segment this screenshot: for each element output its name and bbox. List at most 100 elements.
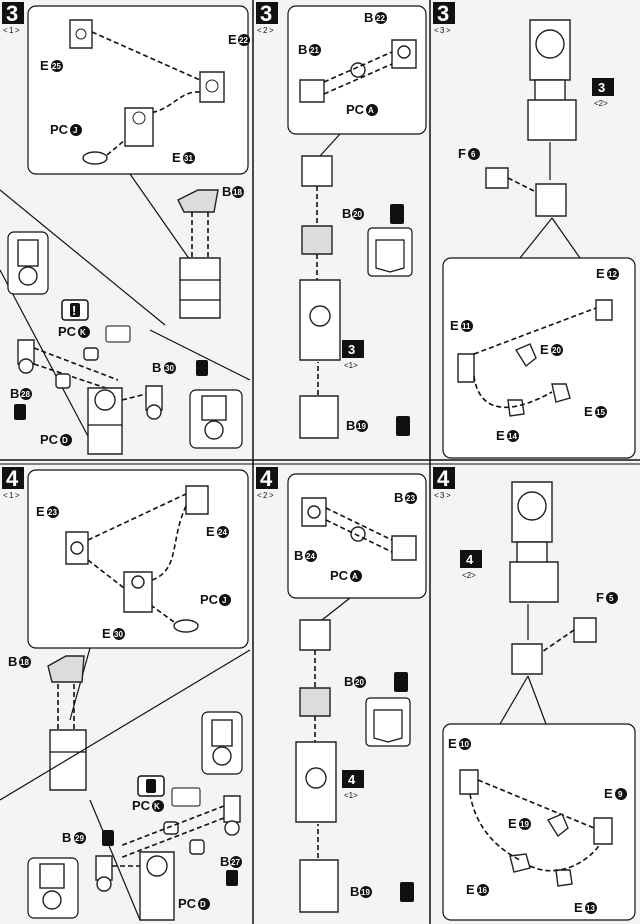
step-sub-prefix: < xyxy=(3,491,8,500)
step-number: 4 xyxy=(437,466,450,491)
svg-text:J: J xyxy=(222,596,226,605)
label-b19: B xyxy=(350,884,359,899)
part-e19 xyxy=(546,813,569,838)
part-e10 xyxy=(459,769,479,795)
part-b18 xyxy=(177,189,219,213)
svg-text:30: 30 xyxy=(165,364,174,373)
callout-b20 xyxy=(365,697,411,747)
hand-part xyxy=(511,643,543,675)
part-b23 xyxy=(391,535,417,561)
leg-assembly xyxy=(49,729,87,791)
step-sub-suffix: > xyxy=(446,491,451,500)
step-sub-number: 3 xyxy=(440,26,445,35)
svg-text:12: 12 xyxy=(608,270,617,279)
part-pcd xyxy=(55,373,71,389)
step-sub-suffix: > xyxy=(15,26,20,35)
label-b30: B xyxy=(152,360,161,375)
step-header-4-1: 4 < 1 > xyxy=(2,466,24,500)
part-e30 xyxy=(123,571,153,613)
label-e30: E xyxy=(102,626,111,641)
label-b24: B xyxy=(294,548,303,563)
part-e31 xyxy=(124,107,154,147)
svg-text:5: 5 xyxy=(609,594,614,603)
part-pck xyxy=(163,821,179,835)
step-sub-prefix: < xyxy=(257,491,262,500)
label-b23: B xyxy=(394,490,403,505)
label-f6: F xyxy=(458,146,466,161)
part-b19 xyxy=(299,395,339,439)
label-b18: B xyxy=(222,184,231,199)
svg-text:29: 29 xyxy=(75,834,84,843)
svg-text:!: ! xyxy=(72,303,76,318)
panel-4-3: 4 <2> F 5 E 10 E 9 E 19 E 16 E 13 xyxy=(442,481,636,921)
part-e20 xyxy=(514,343,537,368)
label-pck: PC xyxy=(58,324,77,339)
step-sub-number: 2 xyxy=(263,491,268,500)
step-number: 3 xyxy=(437,1,449,26)
svg-text:18: 18 xyxy=(233,188,242,197)
label-pcd: PC xyxy=(178,896,197,911)
part-pcj xyxy=(173,619,199,633)
hand-part xyxy=(535,183,567,217)
svg-text:22: 22 xyxy=(376,14,385,23)
svg-text:<2>: <2> xyxy=(594,99,608,108)
svg-text:20: 20 xyxy=(355,678,364,687)
step-sub-suffix: > xyxy=(269,26,274,35)
label-e15: E xyxy=(584,404,593,419)
step-sub-prefix: < xyxy=(434,491,439,500)
arm-lower xyxy=(509,561,559,603)
step-number: 3 xyxy=(260,1,272,26)
part-e13 xyxy=(555,869,573,887)
step-sub-suffix: > xyxy=(269,491,274,500)
shoulder-part xyxy=(299,619,331,651)
svg-text:20: 20 xyxy=(552,346,561,355)
ref-step-label: 3 xyxy=(598,80,605,95)
panel-3-3: 3 <2> F 6 E 12 E 11 E 20 E 15 E 14 xyxy=(442,19,636,459)
svg-text:D: D xyxy=(62,436,68,445)
part-e24 xyxy=(185,485,209,515)
svg-text:11: 11 xyxy=(462,322,471,331)
ref-step-label: 4 xyxy=(348,772,356,787)
label-pcd: PC xyxy=(40,432,59,447)
part-b29 xyxy=(95,855,113,881)
step-sub-suffix: > xyxy=(446,26,451,35)
part-pca xyxy=(350,62,366,78)
part-b30 xyxy=(145,385,163,411)
step-sub-number: 1 xyxy=(9,26,14,35)
part-pck xyxy=(83,347,99,361)
svg-text:22: 22 xyxy=(239,36,248,45)
label-b22: B xyxy=(364,10,373,25)
shoulder-part xyxy=(301,155,333,187)
svg-text:A: A xyxy=(352,572,358,581)
svg-text:<1>: <1> xyxy=(344,361,358,370)
label-e31: E xyxy=(172,150,181,165)
part-b20 xyxy=(301,225,333,255)
svg-text:18: 18 xyxy=(20,658,29,667)
label-e25: E xyxy=(40,58,49,73)
svg-text:21: 21 xyxy=(310,46,319,55)
part-e12 xyxy=(595,299,613,321)
label-e9: E xyxy=(604,786,613,801)
part-e11 xyxy=(457,353,475,383)
step-sub-prefix: < xyxy=(257,26,262,35)
label-e23: E xyxy=(36,504,45,519)
label-e13: E xyxy=(574,900,583,915)
callout-b20 xyxy=(367,227,413,277)
svg-text:9: 9 xyxy=(618,790,623,799)
label-b20: B xyxy=(342,206,351,221)
label-b20: B xyxy=(344,674,353,689)
step-sub-number: 2 xyxy=(263,26,268,35)
panel-3-2: B 22 B 21 PC A B 20 3 <1> B 19 xyxy=(287,5,427,439)
label-b28: B xyxy=(10,386,19,401)
svg-text:16: 16 xyxy=(478,886,487,895)
label-pck: PC xyxy=(132,798,151,813)
label-e11: E xyxy=(450,318,459,333)
ref-step-label: 3 xyxy=(348,342,355,357)
part-e9 xyxy=(593,817,613,845)
label-b27: B xyxy=(220,854,229,869)
part-f6 xyxy=(485,167,509,189)
panel-3-1: E 22 E 25 PC J E 31 B 18 ! PC K xyxy=(0,5,251,455)
label-e22: E xyxy=(228,32,237,47)
label-b19: B xyxy=(346,418,355,433)
part-e16 xyxy=(509,853,531,873)
